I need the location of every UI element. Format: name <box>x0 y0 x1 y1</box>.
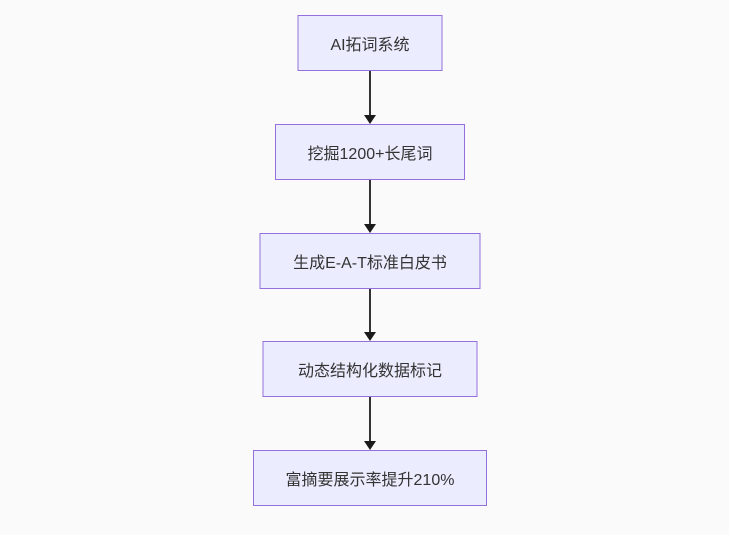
arrowhead-down-icon <box>364 115 376 124</box>
node-label: 富摘要展示率提升210% <box>285 472 455 489</box>
arrowhead-down-icon <box>364 224 376 233</box>
arrowhead-down-icon <box>364 441 376 450</box>
flow-arrow <box>364 180 376 233</box>
flowchart-node-longtail-mining: 挖掘1200+长尾词 <box>275 124 465 180</box>
flowchart-node-rich-snippet-uplift: 富摘要展示率提升210% <box>253 450 487 506</box>
flow-arrow <box>364 71 376 124</box>
arrowhead-down-icon <box>364 332 376 341</box>
node-label: 动态结构化数据标记 <box>297 363 442 380</box>
flowchart-node-eat-whitepaper: 生成E-A-T标准白皮书 <box>259 233 481 289</box>
node-label: 挖掘1200+长尾词 <box>307 146 433 163</box>
arrow-line <box>369 180 371 224</box>
flow-arrow <box>364 289 376 341</box>
flow-arrow <box>364 397 376 450</box>
node-label: 生成E-A-T标准白皮书 <box>293 255 447 272</box>
flowchart-node-structured-data-markup: 动态结构化数据标记 <box>262 341 478 397</box>
arrow-line <box>369 289 371 332</box>
flowchart-node-ai-word-expansion: AI拓词系统 <box>297 15 443 71</box>
arrow-line <box>369 397 371 441</box>
node-label: AI拓词系统 <box>330 37 410 54</box>
arrow-line <box>369 71 371 115</box>
